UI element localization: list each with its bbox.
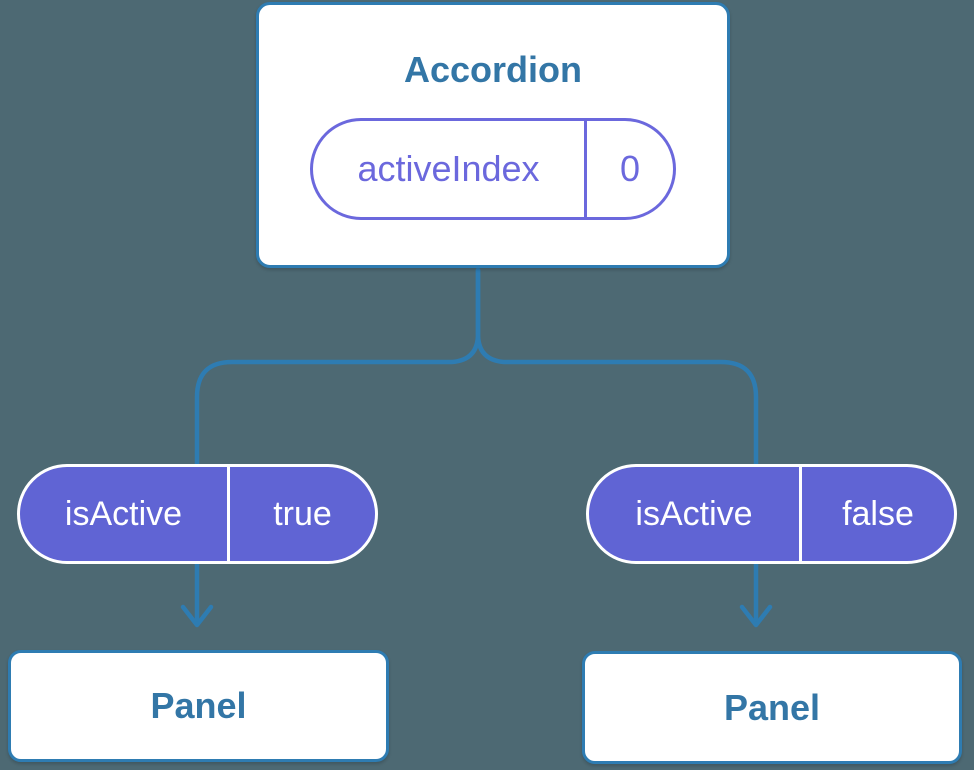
prop-pill-isactive-false: isActive false [586, 464, 957, 564]
accordion-component-box: Accordion activeIndex 0 [256, 2, 730, 268]
connector-right-branch [475, 267, 759, 622]
panel-box-right: Panel [582, 651, 962, 764]
state-pill-activeindex: activeIndex 0 [310, 118, 676, 220]
prop-value-label: true [273, 494, 332, 533]
prop-name-label: isActive [635, 494, 753, 533]
arrowhead-right-icon [739, 604, 773, 628]
component-title: Accordion [403, 49, 582, 90]
state-name-label: activeIndex [357, 148, 540, 189]
panel-title: Panel [150, 685, 247, 726]
state-value-label: 0 [619, 148, 641, 189]
pill-divider [799, 467, 802, 561]
panel-box-left: Panel [8, 650, 389, 762]
pill-divider [227, 467, 230, 561]
panel-title: Panel [723, 686, 821, 728]
prop-name-label: isActive [64, 494, 183, 533]
prop-value-label: false [842, 494, 914, 533]
prop-pill-isactive-true: isActive true [17, 464, 378, 564]
connector-left-branch [194, 267, 481, 622]
pill-divider [584, 121, 587, 217]
arrowhead-left-icon [180, 604, 214, 628]
